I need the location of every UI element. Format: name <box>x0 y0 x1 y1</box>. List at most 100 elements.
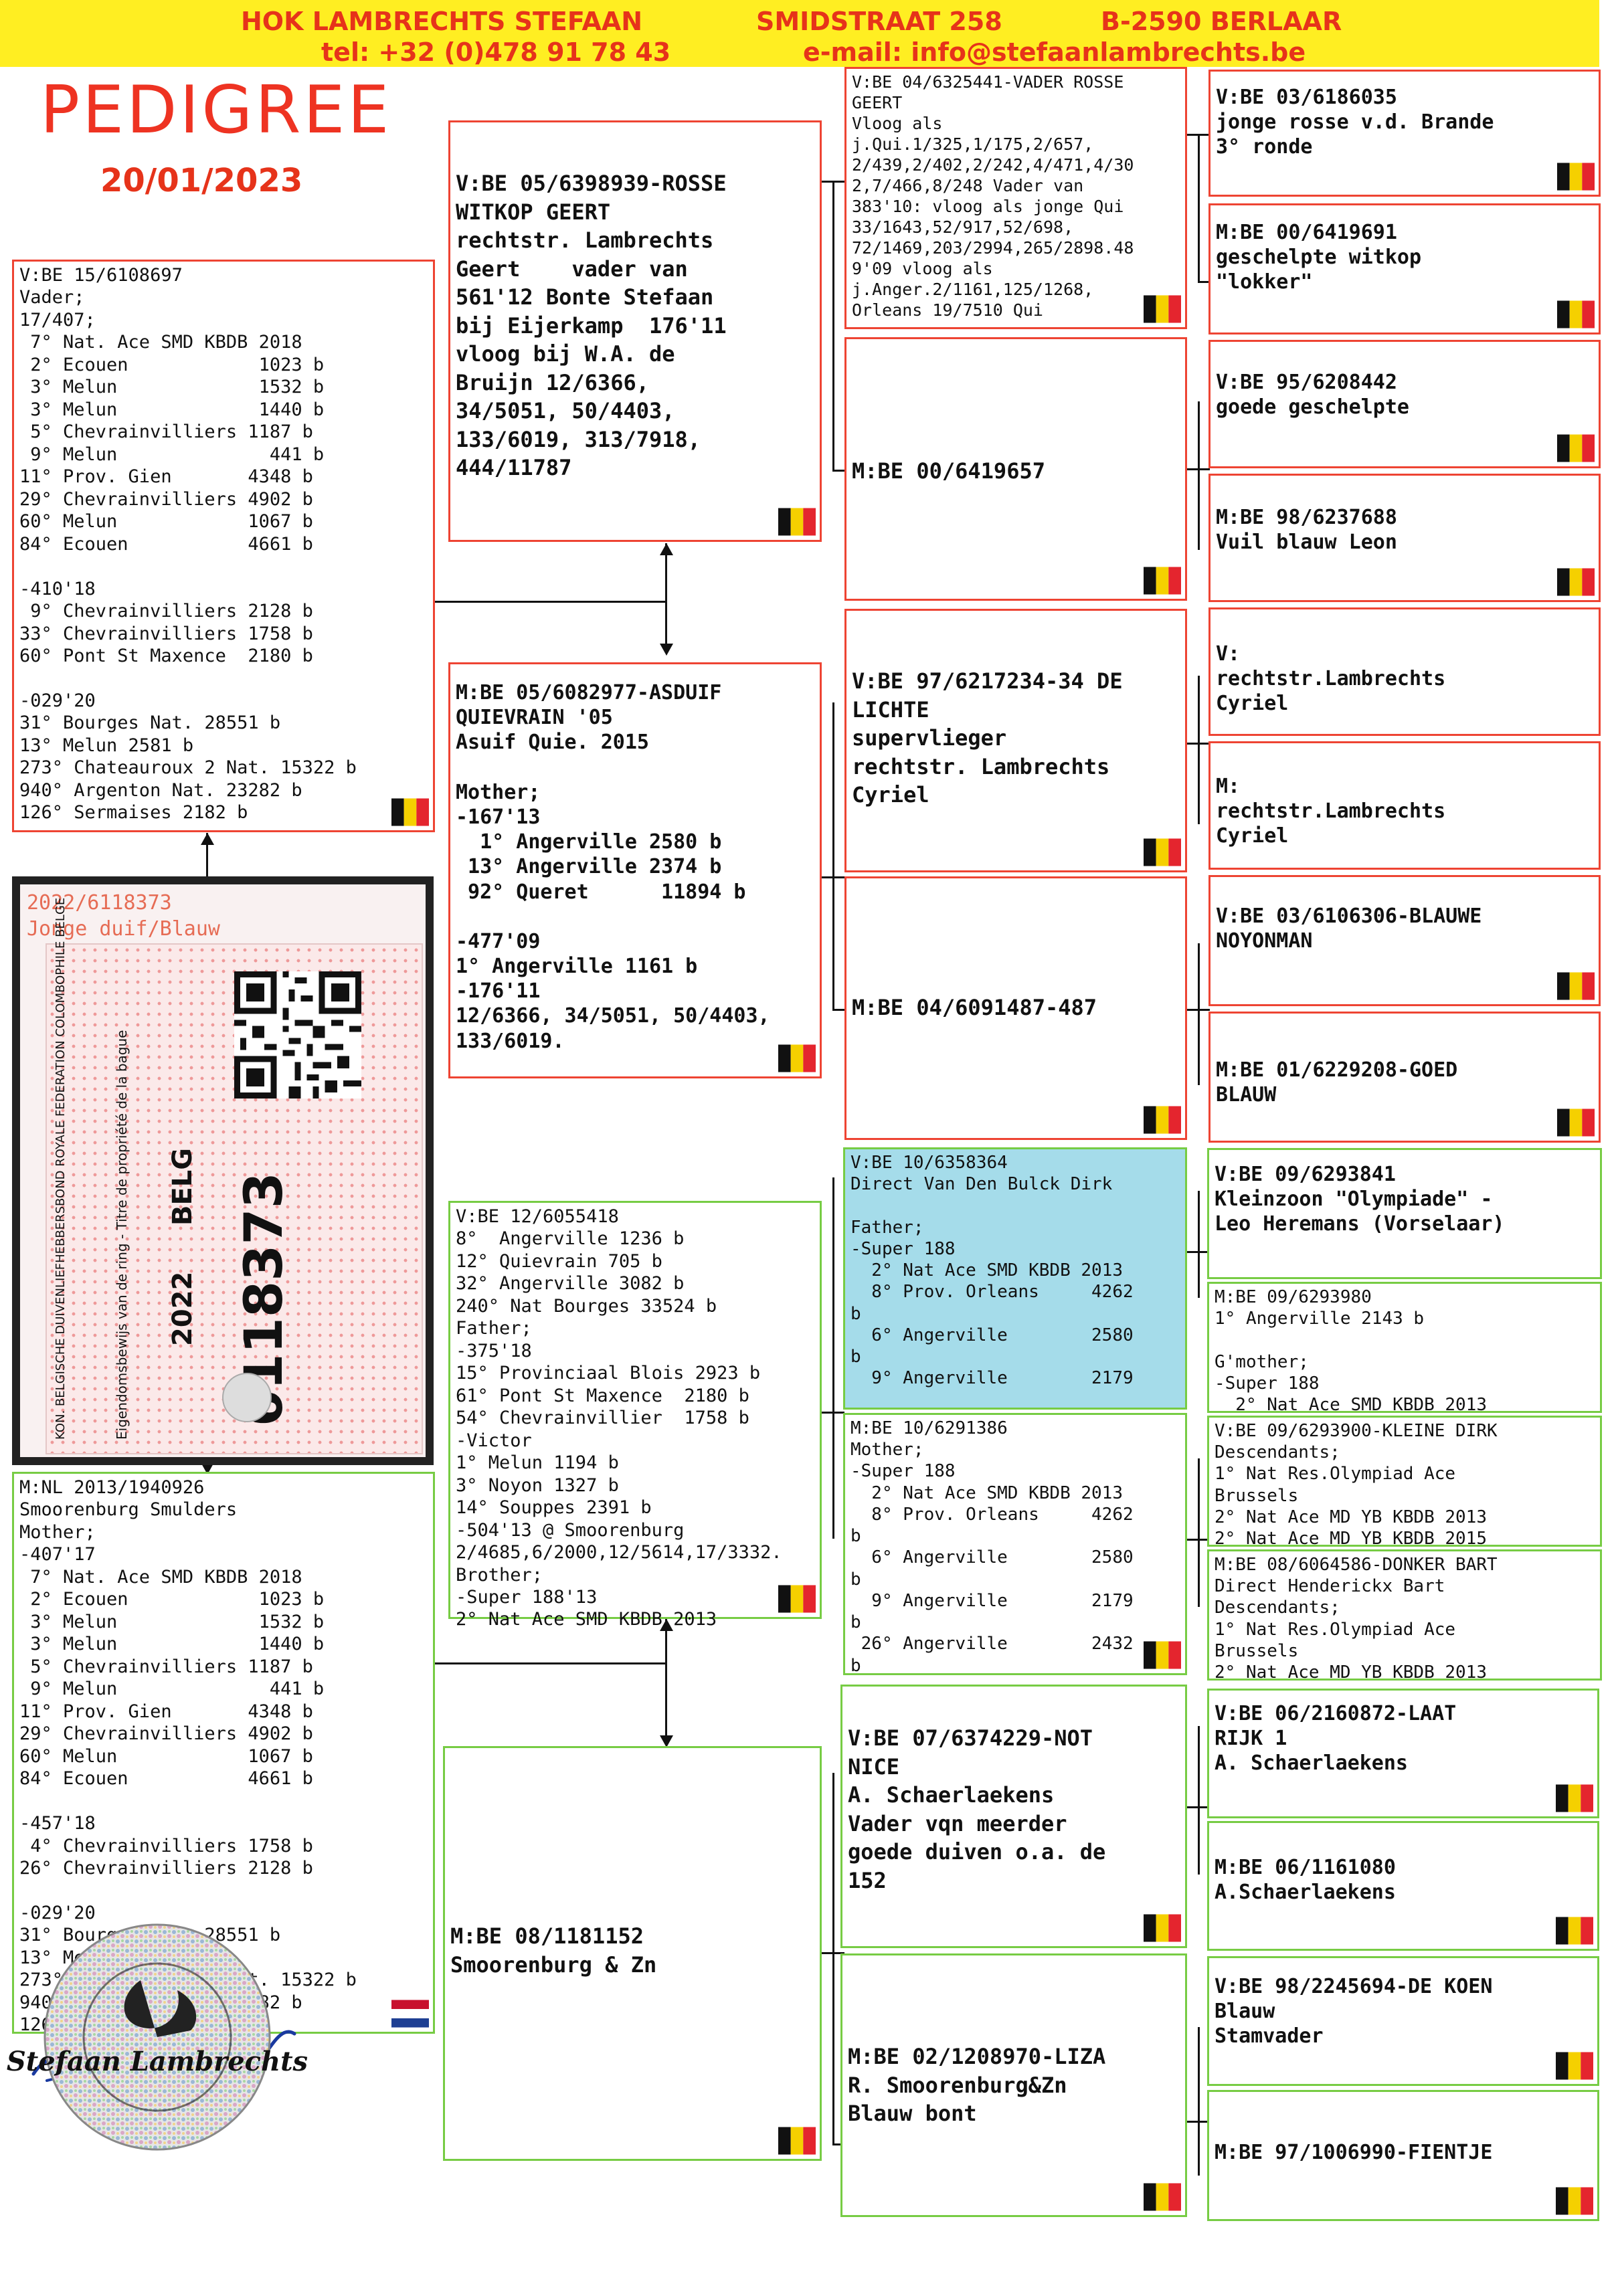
belgian-flag-icon <box>1556 2187 1593 2215</box>
gen4-text-3: V:BE 95/6208442 goede geschelpte <box>1216 371 1409 419</box>
belgian-flag-icon <box>1144 295 1181 323</box>
gen4-box-1: V:BE 03/6186035 jonge rosse v.d. Brande … <box>1208 70 1601 197</box>
belgian-flag-icon <box>1557 568 1595 596</box>
belgian-flag-icon <box>1144 1106 1181 1134</box>
belgian-flag-icon <box>1144 567 1181 595</box>
gen4-text-10: M:BE 09/6293980 1° Angerville 2143 b G'm… <box>1215 1287 1487 1416</box>
sire-sire-sire-box: V:BE 04/6325441-VADER ROSSE GEERT Vloog … <box>844 67 1187 329</box>
gen4-box-8: M:BE 01/6229208-GOED BLAUW <box>1208 1012 1601 1143</box>
dam-dam-sire-text: V:BE 07/6374229-NOT NICE A. Schaerlaeken… <box>848 1725 1106 1893</box>
sire-dam-dam-text: M:BE 04/6091487-487 <box>852 995 1097 1020</box>
connector-arrow <box>660 1735 673 1747</box>
belgian-flag-icon <box>1144 838 1181 866</box>
sire-text: V:BE 15/6108697 Vader; 17/407; 7° Nat. A… <box>19 265 357 824</box>
gen4-box-6: M: rechtstr.Lambrechts Cyriel <box>1208 741 1601 870</box>
gen4-text-14: M:BE 06/1161080 A.Schaerlaekens <box>1215 1856 1396 1905</box>
belgian-flag-icon <box>1144 1641 1181 1669</box>
belgian-flag-icon <box>778 2127 816 2155</box>
holographic-seal-logo: Stefaan Lambrechts <box>7 1920 308 2154</box>
belgian-flag-icon <box>1557 972 1595 1000</box>
gen4-box-5: V: rechtstr.Lambrechts Cyriel <box>1208 607 1601 736</box>
sire-dam-dam-box: M:BE 04/6091487-487 <box>844 876 1187 1140</box>
gen4-text-13: V:BE 06/2160872-LAAT RIJK 1 A. Schaerlae… <box>1215 1702 1457 1776</box>
connector-arrow <box>201 833 214 845</box>
gen4-box-12: M:BE 08/6064586-DONKER BART Direct Hende… <box>1207 1549 1602 1683</box>
dam-dam-text: M:BE 08/1181152 Smoorenburg & Zn <box>450 1923 657 1978</box>
sire-box: V:BE 15/6108697 Vader; 17/407; 7° Nat. A… <box>12 260 435 832</box>
dam-sire-text: V:BE 12/6055418 8° Angerville 1236 b 12°… <box>456 1206 782 1630</box>
gen4-text-1: V:BE 03/6186035 jonge rosse v.d. Brande … <box>1216 86 1494 159</box>
connector-line <box>832 1009 846 1011</box>
connector-line <box>432 1662 666 1664</box>
gen4-box-9: V:BE 09/6293841 Kleinzoon "Olympiade" - … <box>1207 1148 1602 1279</box>
connector-line <box>1198 1191 1200 1298</box>
gen4-text-6: M: rechtstr.Lambrechts Cyriel <box>1216 775 1446 848</box>
dam-sire-sire-box: V:BE 10/6358364 Direct Van Den Bulck Dir… <box>843 1147 1187 1410</box>
gen4-text-16: M:BE 97/1006990-FIENTJE <box>1215 2141 1493 2164</box>
certificate-text: Eigendomsbewijs van de ring - Titre de p… <box>114 1030 130 1440</box>
connector-line <box>832 1177 834 1539</box>
connector-line <box>1198 401 1200 550</box>
pedigree-date: 20/01/2023 <box>100 162 303 199</box>
gen4-box-13: V:BE 06/2160872-LAAT RIJK 1 A. Schaerlae… <box>1207 1689 1599 1818</box>
connector-line <box>1198 943 1200 1085</box>
gen4-text-12: M:BE 08/6064586-DONKER BART Direct Hende… <box>1215 1555 1498 1683</box>
ring-card: 2022/6118373 Jonge duif/Blauw KON. BELGI… <box>12 876 434 1465</box>
breeder-street: SMIDSTRAAT 258 <box>756 7 1002 36</box>
belgian-flag-icon <box>1556 1784 1593 1812</box>
dam-sire-box: V:BE 12/6055418 8° Angerville 1236 b 12°… <box>448 1201 822 1630</box>
belgian-flag-icon <box>778 508 816 536</box>
dam-sire-sire-text: V:BE 10/6358364 Direct Van Den Bulck Dir… <box>850 1153 1134 1389</box>
connector-line <box>665 1619 667 1745</box>
connector-line <box>832 181 834 471</box>
federation-text: KON. BELGISCHE DUIVENLIEFHEBBERSBOND ROY… <box>54 897 68 1440</box>
belgian-flag-icon <box>1557 163 1595 191</box>
gen4-text-9: V:BE 09/6293841 Kleinzoon "Olympiade" - … <box>1215 1163 1505 1236</box>
ring-year: 2022 <box>167 1271 198 1346</box>
sire-dam-sire-box: V:BE 97/6217234-34 DE LICHTE supervliege… <box>844 609 1187 872</box>
breeder-email: e-mail: info@stefaanlambrechts.be <box>803 37 1306 67</box>
breeder-name: HOK LAMBRECHTS STEFAAN <box>241 7 643 36</box>
gen4-text-7: V:BE 03/6106306-BLAUWE NOYONMAN <box>1216 904 1482 953</box>
dam-box: M:NL 2013/1940926 Smoorenburg Smulders M… <box>12 1472 435 2035</box>
dam-dam-sire-box: V:BE 07/6374229-NOT NICE A. Schaerlaeken… <box>840 1685 1187 1948</box>
dam-dam-dam-text: M:BE 02/1208970-LIZA R. Smoorenburg&Zn B… <box>848 2044 1106 2127</box>
connector-line <box>1198 1458 1200 1607</box>
gen4-box-2: M:BE 00/6419691 geschelpte witkop "lokke… <box>1208 203 1601 334</box>
belgian-flag-icon <box>1144 1914 1181 1942</box>
connector-line <box>1198 134 1200 282</box>
gen4-box-16: M:BE 97/1006990-FIENTJE <box>1207 2090 1599 2221</box>
connector-line <box>1198 281 1211 283</box>
gen4-text-4: M:BE 98/6237688 Vuil blauw Leon <box>1216 506 1397 555</box>
connector-line <box>665 543 667 653</box>
connector-line <box>1198 2027 1200 2176</box>
connector-line <box>832 2143 846 2145</box>
gen4-text-5: V: rechtstr.Lambrechts Cyriel <box>1216 642 1446 716</box>
gen4-text-11: V:BE 09/6293900-KLEINE DIRK Descendants;… <box>1215 1421 1498 1549</box>
connector-line <box>832 702 834 1010</box>
ring-hole <box>222 1373 272 1422</box>
gen4-text-8: M:BE 01/6229208-GOED BLAUW <box>1216 1058 1458 1107</box>
gen4-text-15: V:BE 98/2245694-DE KOEN Blauw Stamvader <box>1215 1975 1493 2048</box>
sire-dam-box: M:BE 05/6082977-ASDUIF QUIEVRAIN '05 Asu… <box>448 662 822 1078</box>
connector-arrow <box>660 1619 673 1631</box>
seal-text: Stefaan Lambrechts <box>7 2046 308 2077</box>
belgian-flag-icon <box>1557 1109 1595 1137</box>
sire-sire-sire-text: V:BE 04/6325441-VADER ROSSE GEERT Vloog … <box>852 72 1134 320</box>
belgian-flag-icon <box>1556 1917 1593 1945</box>
connector-arrow <box>660 644 673 656</box>
breeder-phone: tel: +32 (0)478 91 78 43 <box>321 37 671 67</box>
connector-line <box>1198 676 1200 824</box>
connector-line <box>832 470 846 472</box>
gen4-box-11: V:BE 09/6293900-KLEINE DIRK Descendants;… <box>1207 1416 1602 1549</box>
header-banner <box>0 0 1599 67</box>
ring-country: BELG <box>167 1147 198 1226</box>
connector-arrow <box>201 1462 214 1474</box>
page-title: PEDIGREE <box>40 72 392 149</box>
qr-code <box>234 971 361 1098</box>
ring-card-header: 2022/6118373 Jonge duif/Blauw <box>27 890 220 942</box>
sire-sire-box: V:BE 05/6398939-ROSSE WITKOP GEERT recht… <box>448 120 822 542</box>
sire-sire-dam-box: M:BE 00/6419657 <box>844 337 1187 601</box>
sire-sire-text: V:BE 05/6398939-ROSSE WITKOP GEERT recht… <box>456 171 727 481</box>
gen4-box-14: M:BE 06/1161080 A.Schaerlaekens <box>1207 1821 1599 1951</box>
